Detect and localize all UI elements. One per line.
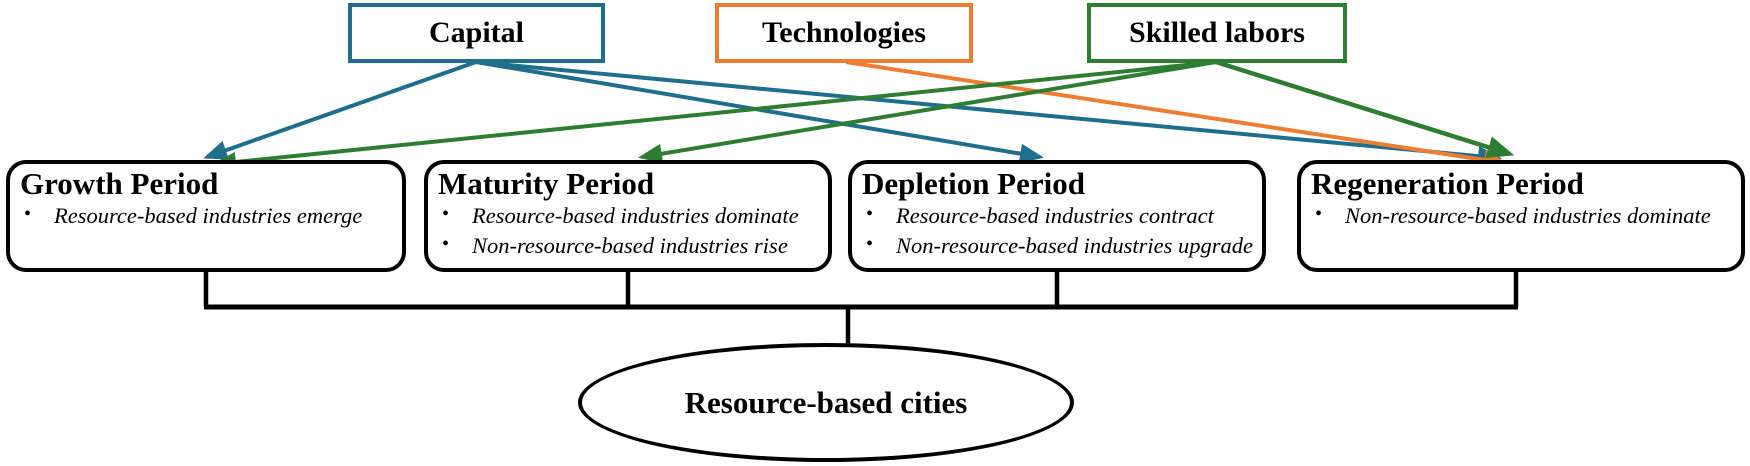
period-box-depletion: Depletion Period Resource-based industri… [848,160,1266,272]
period-title-maturity: Maturity Period [438,166,655,201]
period-bullet: Non-resource-based industries dominate [1301,201,1741,231]
period-title-regeneration: Regeneration Period [1311,166,1584,201]
period-bullet: Non-resource-based industries upgrade [852,231,1262,261]
input-label-skilled-labors: Skilled labors [1129,16,1305,49]
input-box-capital: Capital [348,3,605,63]
period-title-depletion: Depletion Period [862,166,1085,201]
edge-technologies-regeneration [845,60,1508,170]
period-bullet: Non-resource-based industries rise [428,231,828,261]
period-box-growth: Growth Period Resource-based industries … [6,160,406,272]
period-box-regeneration: Regeneration Period Non-resource-based i… [1297,160,1745,272]
input-label-technologies: Technologies [762,16,926,49]
edge-skilled-growth [212,60,1217,172]
edge-capital-growth [203,60,477,160]
period-bullet: Resource-based industries emerge [10,201,402,231]
edge-capital-regeneration [475,60,1502,167]
period-bullet: Resource-based industries dominate [428,201,828,231]
connector-stubs [203,264,1519,307]
period-bullet: Resource-based industries contract [852,201,1262,231]
input-label-capital: Capital [428,16,524,49]
period-box-maturity: Maturity Period Resource-based industrie… [424,160,832,272]
input-box-skilled-labors: Skilled labors [1087,3,1347,63]
input-box-technologies: Technologies [715,3,973,63]
outcome-label: Resource-based cities [684,384,968,420]
period-title-growth: Growth Period [20,166,219,201]
edge-skilled-maturity [638,60,1217,164]
edge-skilled-regeneration [1215,59,1515,159]
outcome-ellipse: Resource-based cities [578,343,1074,462]
